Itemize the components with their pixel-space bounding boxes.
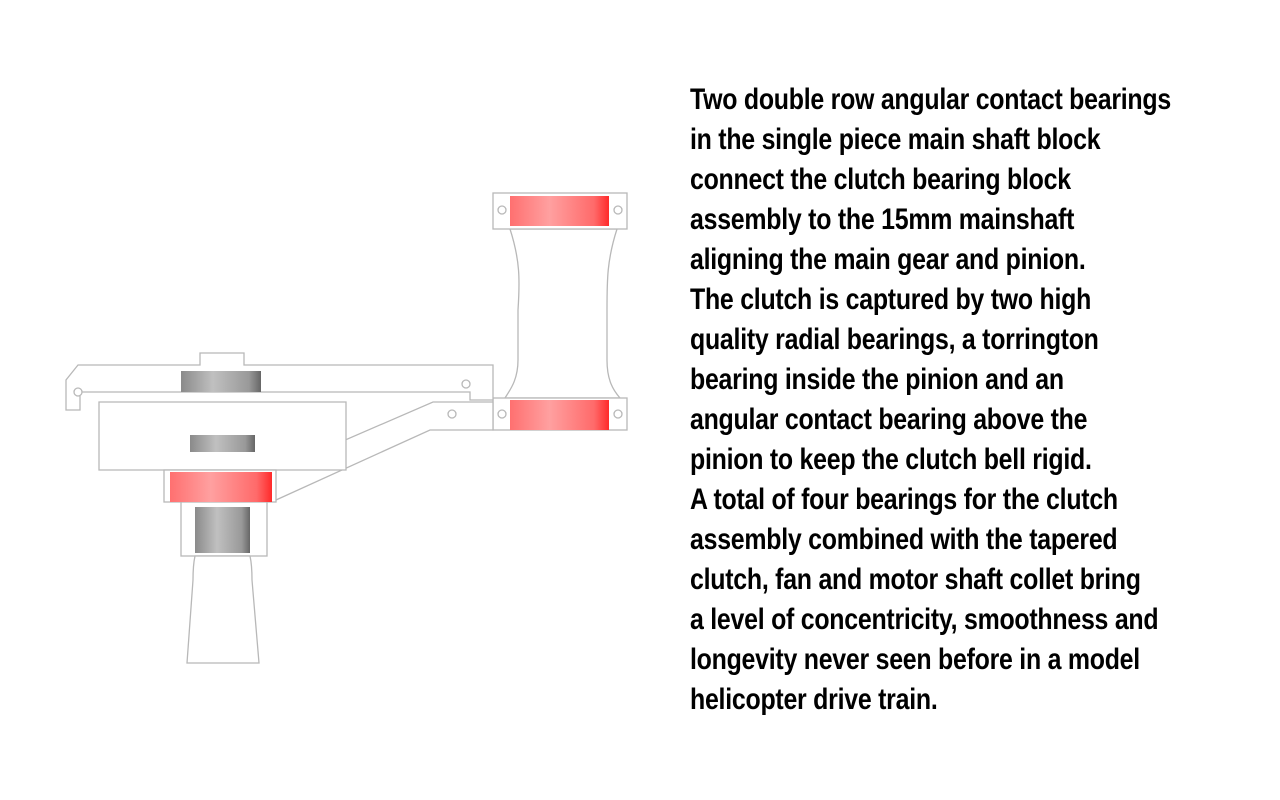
description-line: angular contact bearing above the xyxy=(690,403,1088,436)
description-line: The clutch is captured by two high xyxy=(690,283,1092,316)
torrington-bearing xyxy=(195,507,250,553)
description-line: clutch, fan and motor shaft collet bring xyxy=(690,563,1141,596)
description-text: Two double row angular contact bearings … xyxy=(690,80,1171,720)
clutch-bearing-upper xyxy=(181,371,261,392)
upper-plate xyxy=(65,352,494,411)
description-line: helicopter drive train. xyxy=(690,683,938,716)
description-line: connect the clutch bearing block xyxy=(690,163,1071,196)
description-line: pinion to keep the clutch bell rigid. xyxy=(690,443,1092,476)
mainshaft-block-body xyxy=(503,228,622,399)
description-line: a level of concentricity, smoothness and xyxy=(690,603,1159,636)
description-line: quality radial bearings, a torrington xyxy=(690,323,1099,356)
description-line: in the single piece main shaft block xyxy=(690,123,1101,156)
clutch-bearing-diagram xyxy=(65,192,628,664)
description-line: bearing inside the pinion and an xyxy=(690,363,1064,396)
support-arm xyxy=(275,401,494,501)
description-line: Two double row angular contact bearings xyxy=(690,83,1171,116)
motor-shaft-collet xyxy=(186,555,260,664)
description-line: longevity never seen before in a model xyxy=(690,643,1140,676)
description-line: assembly to the 15mm mainshaft xyxy=(690,203,1075,236)
mainshaft-bearing-top xyxy=(510,196,609,226)
angular-contact-bearing xyxy=(170,472,272,502)
description-line: assembly combined with the tapered xyxy=(690,523,1118,556)
description-line: A total of four bearings for the clutch xyxy=(690,483,1118,516)
description-line: aligning the main gear and pinion. xyxy=(690,243,1086,276)
clutch-bearing-lower xyxy=(190,435,255,452)
mainshaft-bearing-bottom xyxy=(510,400,609,430)
